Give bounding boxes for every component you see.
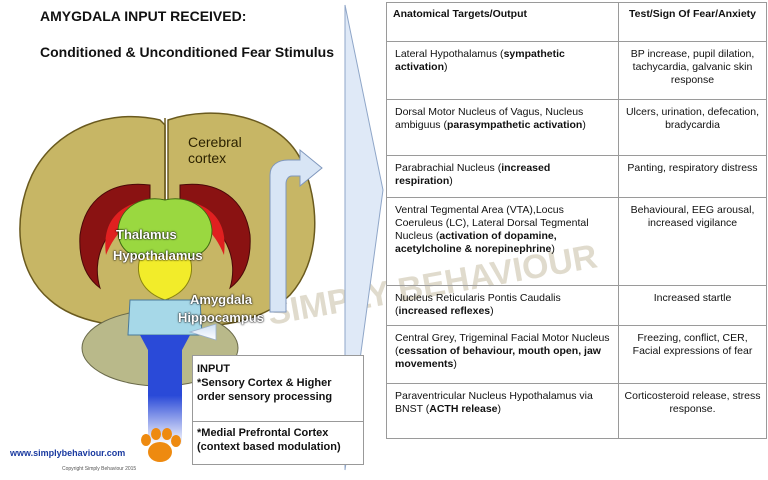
target-effect-bold: ACTH release xyxy=(429,403,498,415)
amygdala-label: Amygdala xyxy=(190,292,253,307)
target-text-end: ) xyxy=(490,305,494,317)
sign-cell: Behavioural, EEG arousal, increased vigi… xyxy=(618,197,767,286)
target-text-end: ) xyxy=(444,61,448,73)
header-signs: Test/Sign Of Fear/Anxiety xyxy=(618,2,767,42)
hippocampus-label: Hippocampus xyxy=(178,310,264,325)
target-text: Paraventricular Nucleus Hypothalamus via… xyxy=(395,390,593,415)
target-text-end: ) xyxy=(497,403,502,415)
target-cell: Dorsal Motor Nucleus of Vagus, Nucleus a… xyxy=(386,99,619,156)
table-header-row: Anatomical Targets/Output Test/Sign Of F… xyxy=(386,2,767,42)
sign-cell: BP increase, pupil dilation, tachycardia… xyxy=(618,41,767,100)
target-cell: Lateral Hypothalamus (sympathetic activa… xyxy=(386,41,619,100)
table-row: Ventral Tegmental Area (VTA),Locus Coeru… xyxy=(386,197,767,286)
target-text: Ventral Tegmental Area (VTA),Locus Coeru… xyxy=(395,204,589,242)
thalamus-label: Thalamus xyxy=(116,227,177,242)
cortex-label: Cerebral cortex xyxy=(188,134,242,166)
target-cell: Ventral Tegmental Area (VTA),Locus Coeru… xyxy=(386,197,619,286)
target-text: Nucleus Reticularis Pontis Caudalis ( xyxy=(395,292,561,317)
targets-table: Anatomical Targets/Output Test/Sign Of F… xyxy=(386,2,767,439)
header-targets: Anatomical Targets/Output xyxy=(386,2,619,42)
target-cell: Parabrachial Nucleus (increased respirat… xyxy=(386,155,619,198)
target-text: Dorsal Motor Nucleus of Vagus, Nucleus a… xyxy=(395,106,584,131)
target-effect-bold: increased respiration xyxy=(395,162,551,187)
target-cell: Paraventricular Nucleus Hypothalamus via… xyxy=(386,383,619,439)
hypothalamus-label: Hypothalamus xyxy=(113,248,203,263)
target-text-end: ) xyxy=(582,119,586,131)
input-heading: INPUT xyxy=(197,363,230,375)
target-text: Parabrachial Nucleus ( xyxy=(395,162,502,174)
target-cell: Nucleus Reticularis Pontis Caudalis (inc… xyxy=(386,285,619,326)
table-row: Central Grey, Trigeminal Facial Motor Nu… xyxy=(386,325,767,384)
target-effect-bold: increased reflexes xyxy=(398,305,491,317)
hypothalamus xyxy=(138,254,192,301)
input-arrow xyxy=(188,323,217,341)
sign-cell: Panting, respiratory distress xyxy=(618,155,767,198)
target-text: Central Grey, Trigeminal Facial Motor Nu… xyxy=(395,332,610,357)
table-row: Paraventricular Nucleus Hypothalamus via… xyxy=(386,383,767,439)
input-line-prefrontal: *Medial Prefrontal Cortex (context based… xyxy=(197,427,341,453)
target-text: Lateral Hypothalamus ( xyxy=(395,48,504,60)
copyright-text: Copyright Simply Behaviour 2015 xyxy=(62,466,137,472)
sign-cell: Increased startle xyxy=(618,285,767,326)
paw-logo-icon xyxy=(141,428,181,462)
sign-cell: Corticosteroid release, stress response. xyxy=(618,383,767,439)
target-text-end: ) xyxy=(449,175,453,187)
curved-output-arrow xyxy=(269,148,323,313)
table-row: Parabrachial Nucleus (increased respirat… xyxy=(386,155,767,198)
sign-cell: Freezing, conflict, CER, Facial expressi… xyxy=(618,325,767,384)
table-row: Dorsal Motor Nucleus of Vagus, Nucleus a… xyxy=(386,99,767,156)
page-subtitle: Conditioned & Unconditioned Fear Stimulu… xyxy=(40,44,334,60)
page-title: AMYGDALA INPUT RECEIVED: xyxy=(40,8,247,24)
target-effect-bold: sympathetic activation xyxy=(395,48,565,73)
website-logo-text: www.simplybehaviour.com xyxy=(10,448,126,458)
input-divider xyxy=(193,421,363,422)
table-row: Lateral Hypothalamus (sympathetic activa… xyxy=(386,41,767,100)
target-cell: Central Grey, Trigeminal Facial Motor Nu… xyxy=(386,325,619,384)
input-line-sensory: *Sensory Cortex & Higher order sensory p… xyxy=(197,377,333,403)
target-text-end: ) xyxy=(453,358,457,370)
sign-cell: Ulcers, urination, defecation, bradycard… xyxy=(618,99,767,156)
input-box: INPUT *Sensory Cortex & Higher order sen… xyxy=(192,355,364,465)
table-row: Nucleus Reticularis Pontis Caudalis (inc… xyxy=(386,285,767,326)
brainstem-top xyxy=(140,335,190,350)
brainstem xyxy=(148,335,182,445)
input-section-sensory: INPUT *Sensory Cortex & Higher order sen… xyxy=(197,362,361,404)
target-text-end: ) xyxy=(551,243,555,255)
output-chevron-arrow xyxy=(344,4,384,471)
target-effect-bold: activation of dopamine, acetylcholine & … xyxy=(395,230,557,255)
target-effect-bold: cessation of behaviour, mouth open, jaw … xyxy=(395,345,601,370)
target-effect-bold: parasympathetic activation xyxy=(446,119,583,131)
